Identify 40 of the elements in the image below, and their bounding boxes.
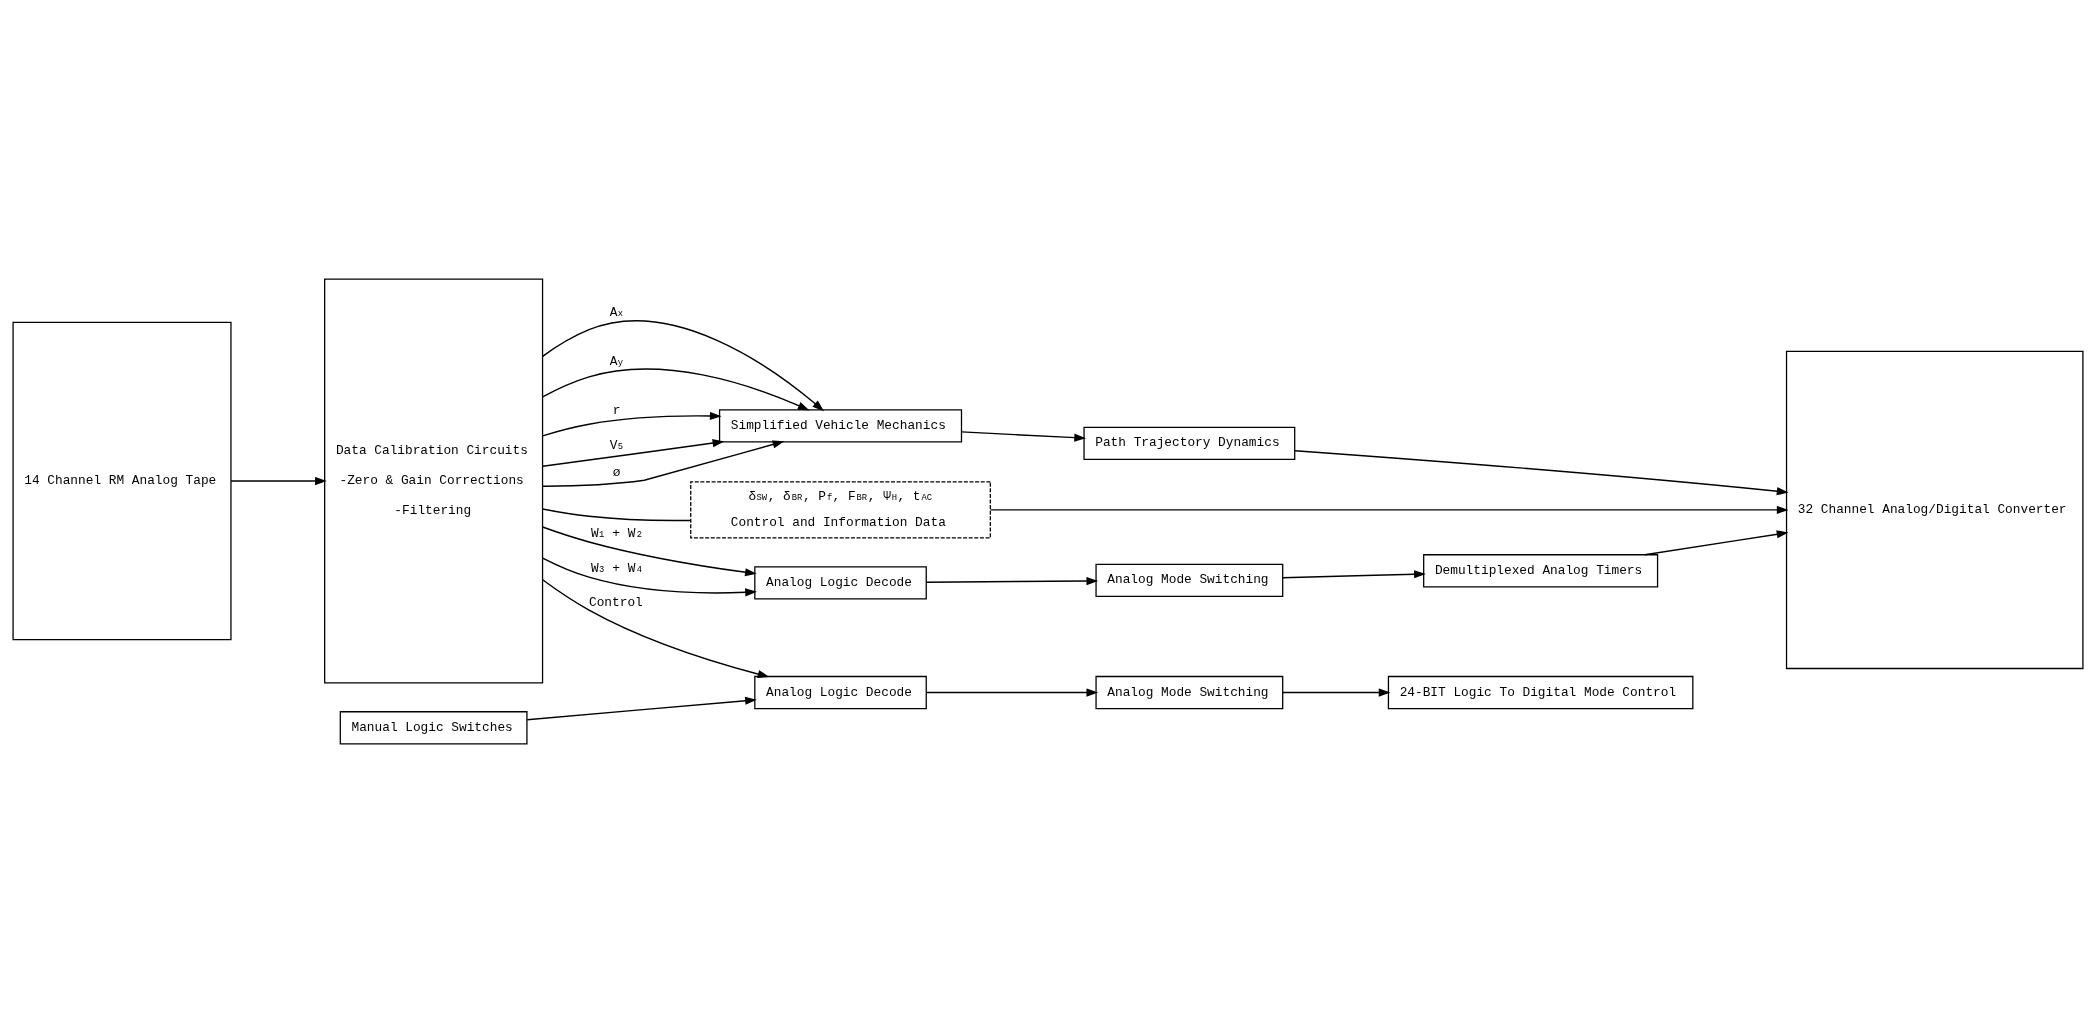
node-box: Data Calibration Circuits -Zero & Gain Corrections -Filtering: [324, 278, 544, 684]
arrow: [526, 696, 757, 720]
arrow: [541, 367, 810, 410]
node-box: Manual Logic Switches: [339, 710, 528, 744]
arrow: [1282, 569, 1426, 579]
arrow: [542, 438, 725, 467]
edge-label: V5: [609, 437, 624, 453]
edge-label: Control: [589, 594, 643, 610]
node-box: Analog Logic Decode: [754, 675, 927, 709]
node-box: Simplified Vehicle Mechanics: [718, 408, 963, 442]
arrow: [1294, 449, 1789, 495]
arrow: [1282, 687, 1391, 697]
edge-label: Ax: [609, 304, 624, 320]
edge-label: r: [612, 402, 621, 418]
arrow: [925, 576, 1099, 585]
arrow: [541, 525, 757, 576]
arrow: [541, 319, 824, 411]
node-box: Analog Logic Decode: [754, 565, 927, 599]
node-box: δSW, δBR, Pf, FBR, ΨH, tAC Control and Information Data: [690, 480, 991, 539]
arrow: [541, 556, 757, 596]
arrow: [960, 430, 1086, 442]
arrow: [541, 411, 722, 437]
edge-label: W1 + W2: [591, 525, 642, 541]
node-box: Path Trajectory Dynamics: [1083, 426, 1296, 460]
node-box: Analog Mode Switching: [1095, 675, 1284, 709]
arrow: [989, 505, 1789, 514]
arrow: [925, 687, 1099, 697]
edge-label: W3 + W4: [591, 560, 642, 576]
edge-label: Ay: [609, 353, 624, 369]
arrow: [1644, 529, 1789, 555]
edge-label: ø: [612, 464, 621, 480]
node-box: 24-BIT Logic To Digital Mode Control: [1387, 675, 1694, 709]
connector: [541, 507, 692, 521]
node-box: 14 Channel RM Analog Tape: [12, 321, 232, 640]
node-box: Demultiplexed Analog Timers: [1423, 553, 1659, 587]
arrow: [541, 440, 785, 487]
arrow: [230, 476, 327, 485]
arrow: [541, 578, 770, 678]
node-box: 32 Channel Analog/Digital Converter: [1785, 350, 2084, 669]
node-box: Analog Mode Switching: [1095, 563, 1284, 597]
